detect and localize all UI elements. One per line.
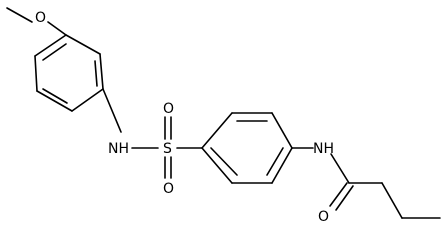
butanamide-chain [329,153,441,219]
methoxyphenyl-ring [34,34,104,112]
sulfonyl-group [164,116,203,179]
sulfur-label: S [163,141,172,157]
methoxy-oxygen-label: O [35,10,46,26]
aryl-n-bond [102,88,122,133]
carbonyl-oxygen-label: O [318,209,329,224]
central-phenyl-ring [201,112,293,184]
sulfonyl-oxygen-bottom-label: O [163,181,174,197]
methoxy-group [6,7,67,36]
amide-nh-label: NH [313,141,334,157]
sulfonamide-nh-label: NH [108,141,129,157]
sulfonyl-oxygen-top-label: O [163,101,174,117]
chemical-structure: O NH S O O NH O [6,7,441,224]
